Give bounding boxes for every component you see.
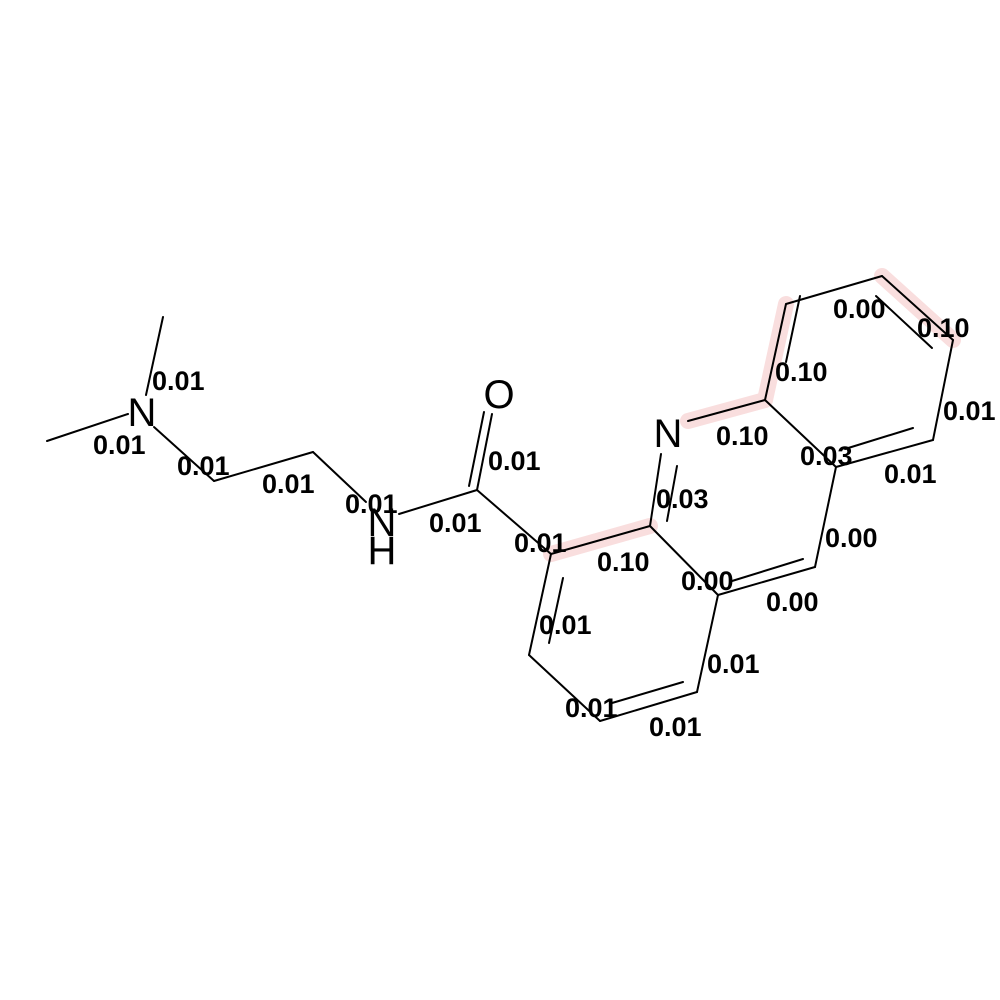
bond-value: 0.01: [429, 508, 482, 538]
bond-co-c4: [476, 489, 552, 555]
atom-ring-n: N: [654, 412, 683, 456]
bond-nme-up: [145, 316, 164, 396]
bond-c9a-c4a: [649, 525, 719, 596]
bond-value: 0.03: [800, 441, 853, 471]
bond-c6-c5: [785, 275, 883, 305]
bond-value: 0.00: [766, 587, 819, 617]
atom-carbonyl-o: O: [483, 373, 514, 417]
bond-value: 0.00: [833, 294, 886, 324]
bond-value: 0.01: [177, 451, 230, 481]
bond-c8a-c8: [835, 439, 934, 468]
bond-c9-c8a: [814, 466, 837, 568]
bond-value: 0.01: [943, 396, 996, 426]
bond-c5-c10a: [764, 303, 787, 401]
bond-c4-c3-inner: [548, 577, 564, 644]
bond-value: 0.03: [656, 484, 709, 514]
bond-ch2-nh: [312, 451, 367, 503]
bond-c8-c7: [932, 339, 954, 441]
bond-nh-co: [398, 489, 478, 515]
bond-value: 0.10: [775, 357, 828, 387]
bond-c4a-n10-inner: [666, 465, 678, 522]
atom-amide-n: N: [368, 501, 397, 545]
bond-ch2-ch2: [213, 451, 314, 482]
bond-n10-c10a: [687, 399, 766, 422]
bond-c10a-c8a: [764, 399, 837, 468]
bond-c-o-2: [468, 411, 485, 487]
bond-values: 0.01 0.01 0.01 0.01 0.01 0.01 0.01 0.01 …: [93, 294, 996, 742]
bond-c-o-1: [476, 413, 493, 491]
bond-value: 0.01: [152, 366, 205, 396]
bond-value: 0.01: [514, 528, 567, 558]
bond-c2-c1-inner: [611, 681, 684, 704]
highlighted-bonds: [543, 268, 961, 562]
bond-value: 0.01: [488, 446, 541, 476]
bond-value: 0.10: [917, 313, 970, 343]
bond-value: 0.01: [539, 610, 592, 640]
bond-value: 0.01: [345, 489, 398, 519]
bond-value: 0.01: [262, 469, 315, 499]
bond-nme-left: [46, 413, 129, 442]
bond-c9a-c9: [717, 566, 816, 596]
bond-value: 0.10: [597, 547, 650, 577]
atom-labels: N O N H N: [128, 373, 683, 573]
atom-amide-h: H: [368, 529, 397, 573]
bond-value: 0.01: [93, 430, 146, 460]
bond-c4-c4a: [550, 525, 651, 555]
bond-c8a-c8-inner: [844, 427, 914, 450]
bond-c2-c1: [599, 691, 698, 722]
bond-c4a-n10: [649, 453, 662, 527]
bond-value: 0.00: [681, 566, 734, 596]
bond-c4-c3: [528, 553, 552, 656]
bond-value: 0.00: [825, 523, 878, 553]
atom-n-amine: N: [128, 391, 157, 435]
bond-value: 0.10: [716, 421, 769, 451]
bond-c9a-c9-inner: [731, 558, 804, 582]
bond-c1-c9a: [696, 594, 719, 693]
bond-c7-c6: [881, 275, 954, 341]
bond-value: 0.01: [565, 693, 618, 723]
bond-value: 0.01: [884, 459, 937, 489]
bond-value: 0.01: [649, 712, 702, 742]
bond-c3-c2: [528, 654, 601, 722]
bond-c7-c6-inner: [875, 295, 933, 349]
bond-value: 0.01: [707, 649, 760, 679]
bond-c5-c10a-inner: [785, 295, 801, 363]
bonds: [46, 275, 954, 722]
bond-n-ch2: [153, 426, 215, 482]
